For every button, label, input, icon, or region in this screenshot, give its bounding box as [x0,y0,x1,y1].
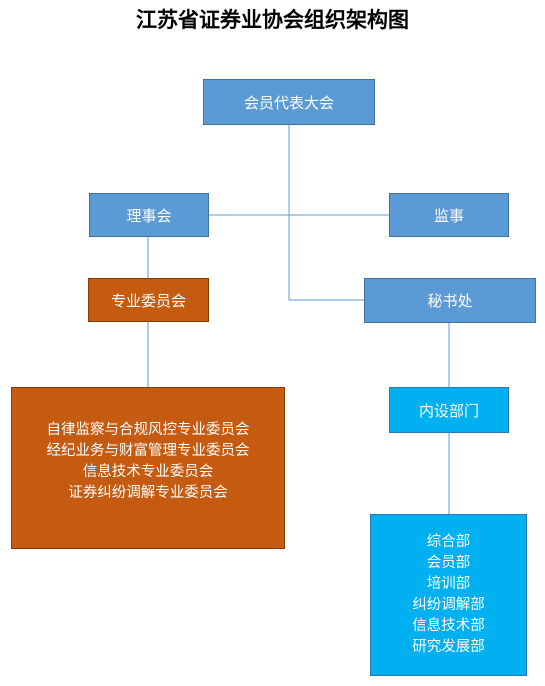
chart-title: 江苏省证券业协会组织架构图 [136,7,409,32]
council-label: 理事会 [126,206,172,225]
internal-dept-label: 内设部门 [418,401,479,420]
internal-dept-box: 内设部门 [389,387,509,433]
secretariat-label: 秘书处 [427,292,473,310]
committee-list-box: 自律监察与合规风控专业委员会 经纪业务与财富管理专业委员会 信息技术专业委员会 … [11,387,285,549]
department-item: 信息技术部 [412,618,485,634]
council-box: 理事会 [89,193,209,237]
department-item: 纠纷调解部 [412,597,485,613]
secretariat-box: 秘书处 [364,278,536,323]
committee-item: 信息技术专业委员会 [82,464,214,480]
department-item: 研究发展部 [412,639,485,655]
department-list-box: 综合部 会员部 培训部 纠纷调解部 信息技术部 研究发展部 [370,514,527,676]
supervisor-label: 监事 [433,206,464,225]
department-item: 会员部 [426,555,471,571]
committee-item: 证券纠纷调解专业委员会 [68,485,228,501]
committee-box: 专业委员会 [88,278,209,322]
supervisor-box: 监事 [389,193,509,237]
committee-item: 经纪业务与财富管理专业委员会 [46,443,250,459]
member-assembly-label: 会员代表大会 [243,93,334,112]
committee-label: 专业委员会 [110,291,186,310]
member-assembly-box: 会员代表大会 [203,79,375,125]
department-item: 综合部 [426,534,471,550]
department-item: 培训部 [426,576,471,592]
committee-item: 自律监察与合规风控专业委员会 [46,422,250,438]
